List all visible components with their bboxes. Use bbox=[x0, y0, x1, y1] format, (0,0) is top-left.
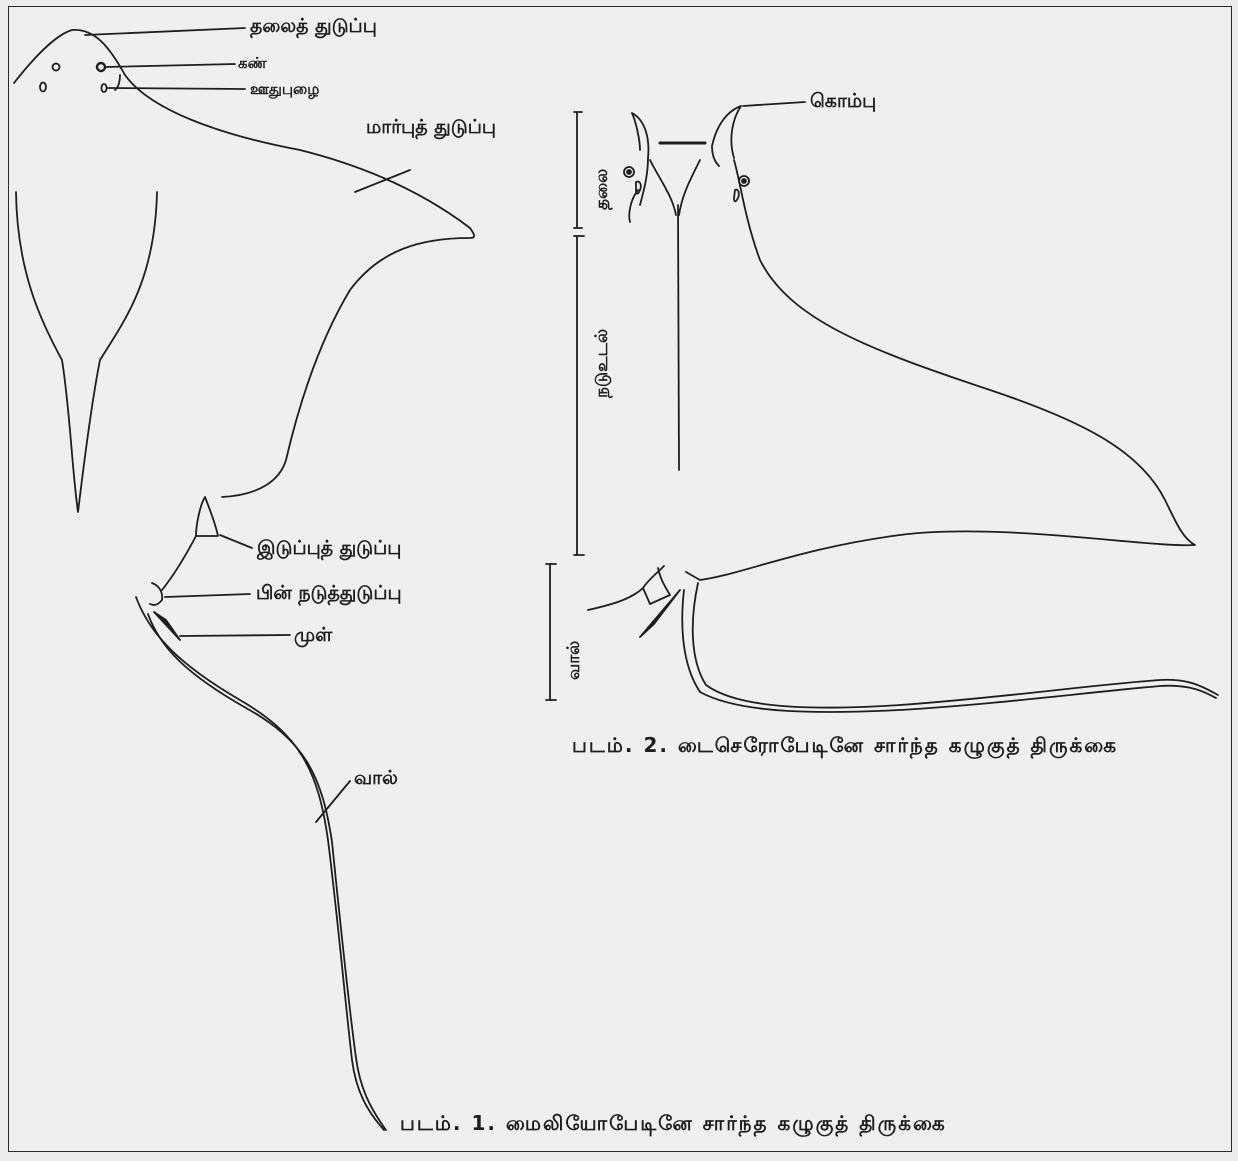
fig2-head-left-edge bbox=[629, 190, 638, 222]
fig2-pelvic-edge bbox=[588, 588, 643, 610]
label-tail-fig2: வால் bbox=[566, 641, 583, 680]
fig1-pointer-eye bbox=[105, 64, 235, 67]
label-pelvic-fin: இடுப்புத் துடுப்பு bbox=[257, 539, 401, 558]
figure-2-outline bbox=[546, 102, 1218, 712]
fig1-body-outline bbox=[16, 192, 157, 512]
fig2-spiracle-right bbox=[734, 190, 739, 202]
fig1-pointer-spine bbox=[180, 635, 290, 636]
label-pectoral-fin: மார்புத் துடுப்பு bbox=[366, 118, 496, 137]
fig2-pectoral-fin bbox=[686, 160, 1195, 580]
fig1-pointer-head-fin bbox=[85, 28, 245, 35]
fig1-pelvic-fin-outline bbox=[196, 497, 218, 536]
fig1-dorsal-fin bbox=[150, 583, 162, 605]
fig2-pelvic-fin bbox=[643, 566, 670, 604]
fig2-bracket-tail bbox=[546, 564, 556, 700]
fig1-head-fin-outline bbox=[14, 30, 474, 497]
fig1-back-edge bbox=[162, 536, 196, 590]
figure-1-outline bbox=[14, 28, 474, 1130]
fig1-pointer-spiracle bbox=[108, 88, 245, 89]
fig2-tail-outer bbox=[693, 583, 1218, 708]
fig2-bracket-head bbox=[574, 112, 582, 228]
fig2-bracket-trunk bbox=[574, 236, 584, 555]
fig1-pointer-pelvic-fin bbox=[220, 535, 252, 548]
fig1-eye-right bbox=[97, 63, 105, 71]
caption-figure-2: படம். 2. டைசெரோபேடினே சார்ந்த கழுகுத் தி… bbox=[572, 735, 1118, 755]
fig2-pointer-horn bbox=[743, 102, 805, 106]
fig1-spiracle-right bbox=[101, 84, 106, 92]
fig1-tail-outer bbox=[136, 597, 384, 1130]
label-tail-fig1: வால் bbox=[354, 769, 398, 788]
fig1-pointer-dorsal-fin bbox=[165, 594, 250, 597]
label-head-fig2: தலை bbox=[594, 169, 611, 210]
label-spiracle: ஊதுபுழை bbox=[250, 82, 319, 97]
caption-figure-1: படம். 1. மைலியோபேடினே சார்ந்த கழுகுத் தி… bbox=[400, 1113, 947, 1133]
fig2-inner-right bbox=[679, 160, 700, 215]
fig2-inner-left bbox=[650, 160, 676, 215]
label-eye: கண் bbox=[238, 56, 267, 71]
label-horn: கொம்பு bbox=[810, 92, 876, 111]
label-trunk: நடுஉடல் bbox=[594, 329, 611, 398]
fig1-eye-left bbox=[53, 64, 60, 71]
label-dorsal-fin: பின் நடுத்துடுப்பு bbox=[256, 584, 402, 603]
fig2-spiracle-left bbox=[636, 182, 641, 194]
label-head-fin: தலைத் துடுப்பு bbox=[250, 17, 377, 36]
label-spine: முள் bbox=[294, 626, 332, 645]
fig2-eye-left-inner bbox=[627, 170, 631, 174]
fig1-spiracle-left bbox=[40, 83, 46, 92]
fig2-tail-inner bbox=[682, 590, 1216, 712]
fig2-eye-right-inner bbox=[742, 179, 746, 183]
fig2-midline bbox=[678, 205, 679, 470]
fig1-pectoral-pointer bbox=[355, 170, 410, 192]
fig2-horn-right bbox=[712, 106, 741, 166]
